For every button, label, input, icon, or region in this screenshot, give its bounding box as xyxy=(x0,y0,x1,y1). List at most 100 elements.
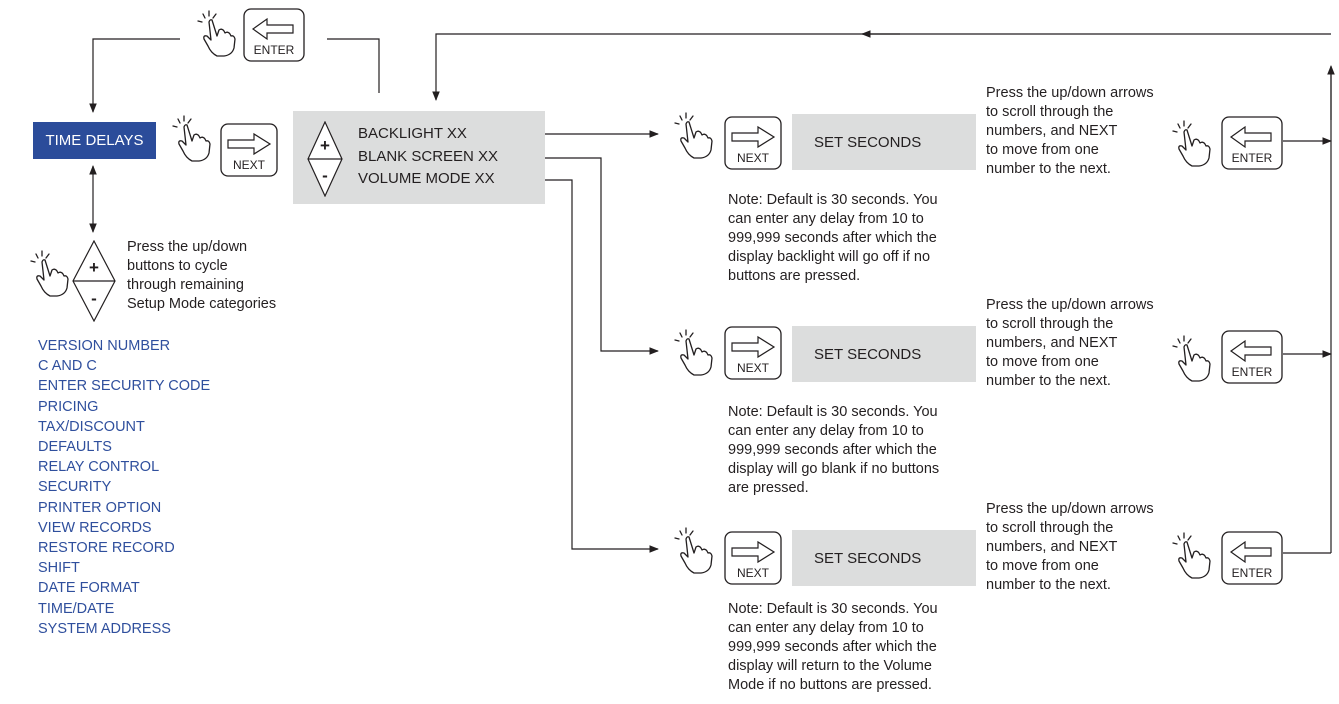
instruction-line: number to the next. xyxy=(986,161,1111,177)
enter-key-label: ENTER xyxy=(1232,566,1273,580)
instruction-line: to scroll through the xyxy=(986,104,1114,120)
category-item[interactable]: PRICING xyxy=(38,398,99,415)
category-item[interactable]: SHIFT xyxy=(38,560,80,577)
time-delays-menu-display: + - BACKLIGHT XX BLANK SCREEN XX VOLUME … xyxy=(293,111,545,204)
note-line: buttons are pressed. xyxy=(728,268,861,284)
category-item[interactable]: SECURITY xyxy=(38,479,112,496)
press-hand-icon xyxy=(1172,335,1211,382)
cycle-note-line: through remaining xyxy=(127,277,244,293)
note-line: 999,999 seconds after which the xyxy=(728,442,937,458)
row3-note: Note: Default is 30 seconds. You can ent… xyxy=(728,600,938,695)
next-key[interactable]: NEXT xyxy=(724,116,782,170)
category-item[interactable]: TAX/DISCOUNT xyxy=(38,418,145,435)
enter-key[interactable]: ENTER xyxy=(1221,116,1283,170)
instruction-line: to scroll through the xyxy=(986,520,1114,536)
instruction-line: to move from one xyxy=(986,354,1099,370)
category-item[interactable]: TIME/DATE xyxy=(38,600,115,617)
note-line: Note: Default is 30 seconds. You xyxy=(728,404,938,420)
instruction-line: number to the next. xyxy=(986,577,1111,593)
press-hand-icon xyxy=(674,527,713,574)
return-top-line xyxy=(432,33,1331,101)
minus-symbol: - xyxy=(91,289,97,308)
row3-instruction: Press the up/down arrows to scroll throu… xyxy=(986,500,1154,595)
enter-to-menu-line xyxy=(327,38,380,93)
volume-mode-connector xyxy=(520,179,659,553)
note-line: display will return to the Volume xyxy=(728,658,932,674)
plus-symbol: + xyxy=(89,258,99,277)
instruction-line: numbers, and NEXT xyxy=(986,123,1118,139)
note-line: Note: Default is 30 seconds. You xyxy=(728,601,938,617)
note-line: display backlight will go off if no xyxy=(728,249,931,265)
menu-item-backlight[interactable]: BACKLIGHT XX xyxy=(358,125,467,142)
next-key-label: NEXT xyxy=(737,361,770,375)
instruction-line: to scroll through the xyxy=(986,316,1114,332)
row2-note: Note: Default is 30 seconds. You can ent… xyxy=(728,403,939,498)
enter-key[interactable]: ENTER xyxy=(1221,531,1283,585)
note-line: can enter any delay from 10 to xyxy=(728,211,924,227)
instruction-line: Press the up/down arrows xyxy=(986,501,1154,517)
category-item[interactable]: DEFAULTS xyxy=(38,439,112,456)
next-key[interactable]: NEXT xyxy=(724,531,782,585)
next-key[interactable]: NEXT xyxy=(220,123,278,177)
next-key[interactable]: NEXT xyxy=(724,326,782,380)
instruction-line: Press the up/down arrows xyxy=(986,297,1154,313)
press-hand-icon xyxy=(197,10,236,57)
category-item[interactable]: RELAY CONTROL xyxy=(38,459,160,476)
press-hand-icon xyxy=(674,112,713,159)
enter-key-label: ENTER xyxy=(254,43,295,57)
enter-key[interactable]: ENTER xyxy=(1221,330,1283,384)
press-hand-icon xyxy=(1172,120,1211,167)
set-seconds-display-backlight: SET SECONDS xyxy=(792,114,976,170)
set-seconds-display-blank-screen: SET SECONDS xyxy=(792,326,976,382)
note-line: Mode if no buttons are pressed. xyxy=(728,677,932,693)
instruction-line: to move from one xyxy=(986,558,1099,574)
setup-mode-category-list: VERSION NUMBER C AND C ENTER SECURITY CO… xyxy=(38,336,210,639)
time-delays-tab[interactable]: TIME DELAYS xyxy=(33,122,156,159)
instruction-line: number to the next. xyxy=(986,373,1111,389)
category-item[interactable]: VIEW RECORDS xyxy=(38,519,152,536)
press-hand-icon xyxy=(1172,532,1211,579)
up-down-diamond-icon[interactable]: + - xyxy=(72,240,116,322)
instruction-line: numbers, and NEXT xyxy=(986,335,1118,351)
press-hand-icon xyxy=(674,329,713,376)
menu-item-volume-mode[interactable]: VOLUME MODE XX xyxy=(358,170,495,187)
next-key-label: NEXT xyxy=(737,151,770,165)
blank-screen-connector xyxy=(520,157,659,355)
note-line: can enter any delay from 10 to xyxy=(728,423,924,439)
press-hand-icon xyxy=(172,115,211,162)
cycle-note: Press the up/down buttons to cycle throu… xyxy=(127,238,276,314)
category-item[interactable]: DATE FORMAT xyxy=(38,580,140,597)
instruction-line: to move from one xyxy=(986,142,1099,158)
cycle-note-line: buttons to cycle xyxy=(127,258,228,274)
note-line: display will go blank if no buttons xyxy=(728,461,940,477)
note-line: 999,999 seconds after which the xyxy=(728,230,937,246)
category-item[interactable]: ENTER SECURITY CODE xyxy=(38,378,211,395)
category-item[interactable]: SYSTEM ADDRESS xyxy=(38,620,171,637)
up-down-diamond-icon[interactable]: + - xyxy=(307,121,343,197)
enter-key[interactable]: ENTER xyxy=(243,8,305,62)
return-to-time-delays-line xyxy=(89,38,180,113)
note-line: Note: Default is 30 seconds. You xyxy=(728,192,938,208)
category-item[interactable]: VERSION NUMBER xyxy=(38,338,171,354)
cycle-note-line: Press the up/down xyxy=(127,239,248,255)
instruction-line: numbers, and NEXT xyxy=(986,539,1118,555)
note-line: can enter any delay from 10 to xyxy=(728,620,924,636)
menu-item-blank-screen[interactable]: BLANK SCREEN XX xyxy=(358,148,499,165)
press-hand-icon xyxy=(30,250,69,297)
next-key-label: NEXT xyxy=(737,566,770,580)
enter-key-label: ENTER xyxy=(1232,151,1273,165)
set-seconds-display-volume-mode: SET SECONDS xyxy=(792,530,976,586)
instruction-line: Press the up/down arrows xyxy=(986,85,1154,101)
category-item[interactable]: PRINTER OPTION xyxy=(38,499,162,516)
note-line: are pressed. xyxy=(728,480,809,496)
cycle-note-line: Setup Mode categories xyxy=(127,296,277,312)
note-line: 999,999 seconds after which the xyxy=(728,639,937,655)
category-item[interactable]: RESTORE RECORD xyxy=(38,540,175,557)
row1-note: Note: Default is 30 seconds. You can ent… xyxy=(728,191,938,286)
row1-instruction: Press the up/down arrows to scroll throu… xyxy=(986,84,1154,179)
category-item[interactable]: C AND C xyxy=(38,358,97,375)
row2-instruction: Press the up/down arrows to scroll throu… xyxy=(986,296,1154,391)
enter-key-label: ENTER xyxy=(1232,365,1273,379)
next-key-label: NEXT xyxy=(233,158,266,172)
